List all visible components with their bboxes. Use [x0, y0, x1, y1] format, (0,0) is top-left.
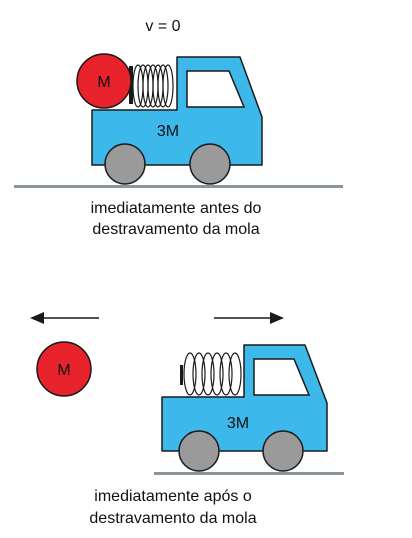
ball	[76, 53, 132, 109]
ball-label: M	[97, 74, 110, 91]
spring-plate	[180, 365, 183, 385]
caption-before-line1: imediatamente antes do	[91, 200, 262, 217]
wheel-rear	[104, 143, 146, 185]
caption-before-line2: destravamento da mola	[92, 221, 259, 238]
arrow-right	[214, 312, 284, 324]
caption-after-line2: destravamento da mola	[89, 510, 256, 527]
velocity-label: v = 0	[145, 18, 180, 35]
wheel-front	[262, 430, 304, 472]
caption-after-line1: imediatamente após o	[94, 488, 252, 505]
ball	[36, 341, 92, 397]
spring	[183, 352, 242, 396]
truck-mass-label: 3M	[227, 415, 249, 432]
wheel-front	[189, 143, 231, 185]
wheel-rear	[178, 430, 220, 472]
truck-window	[253, 358, 311, 396]
spring	[132, 64, 174, 108]
ground-line	[14, 185, 343, 188]
ball-label: M	[57, 362, 70, 379]
arrow-left	[30, 312, 99, 324]
truck-mass-label: 3M	[157, 123, 179, 140]
truck-window	[186, 70, 246, 108]
scene-after: M 3M imediatamente após o destravamento …	[30, 312, 344, 527]
scene-before: v = 0 M 3M imediatamente antes do dest	[14, 18, 343, 238]
ground-line	[154, 472, 344, 475]
